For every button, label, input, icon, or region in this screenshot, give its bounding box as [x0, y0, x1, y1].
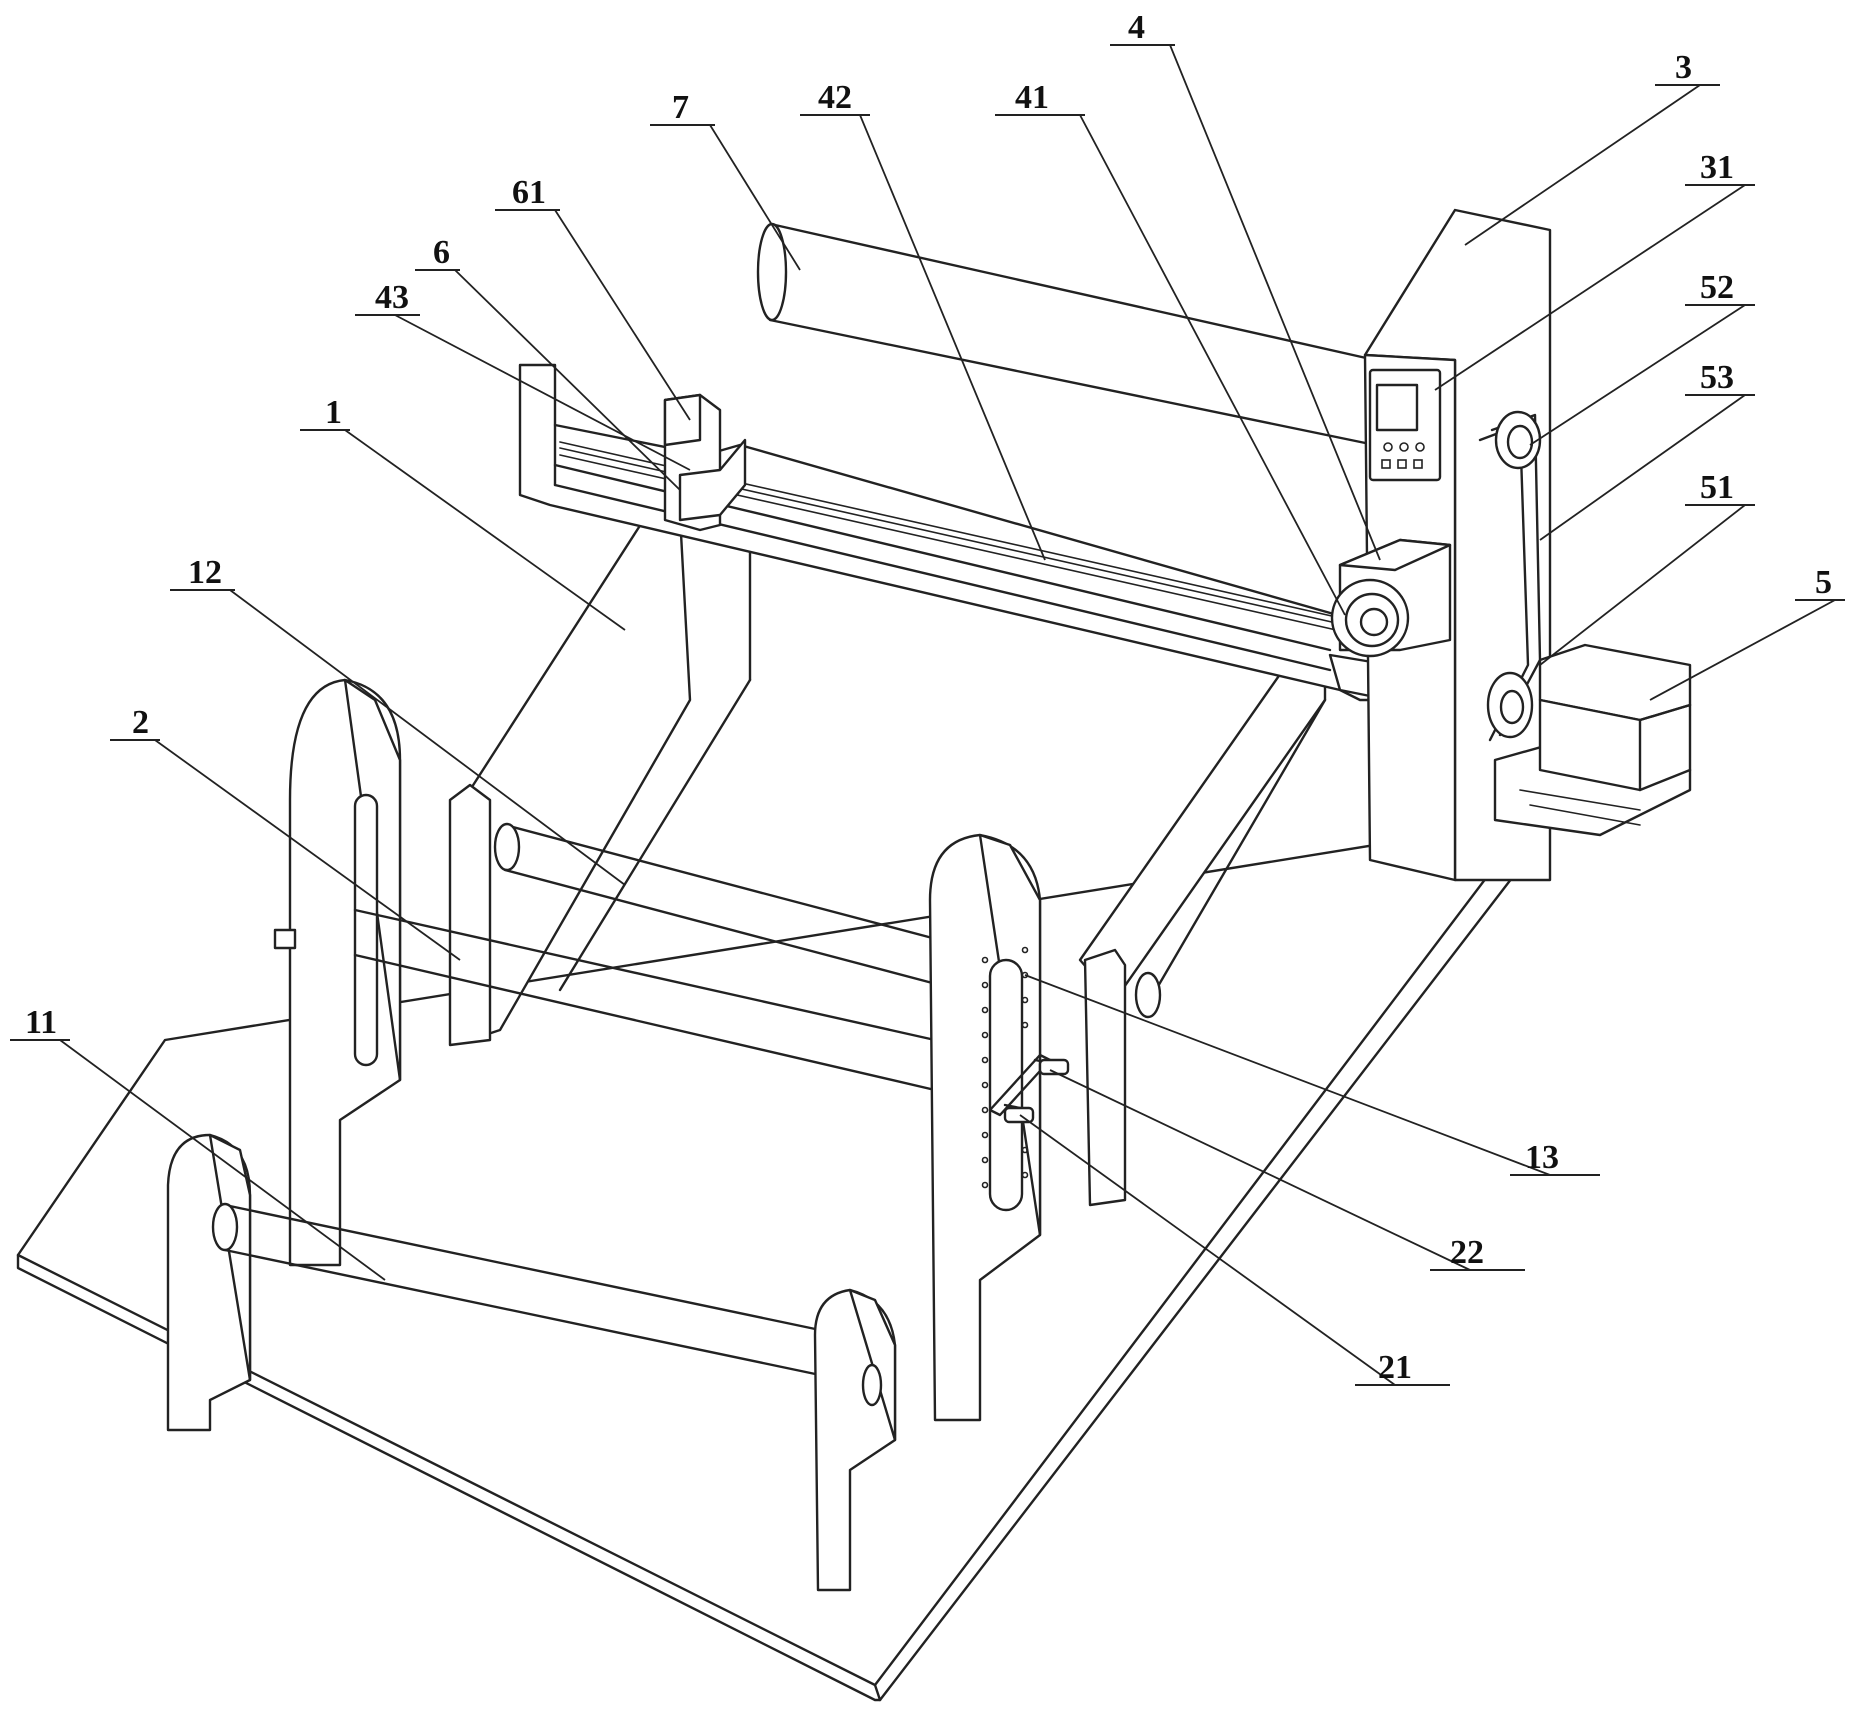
label-22: 22	[1430, 1234, 1525, 1271]
svg-text:6: 6	[433, 234, 450, 271]
svg-text:51: 51	[1700, 469, 1734, 506]
label-4: 4	[1110, 9, 1175, 46]
label-43: 43	[355, 279, 420, 316]
bearing-housing	[1332, 540, 1450, 656]
svg-text:52: 52	[1700, 269, 1734, 306]
label-13: 13	[1510, 1139, 1600, 1176]
top-roll	[758, 224, 1375, 445]
label-12: 12	[170, 554, 235, 591]
svg-text:1: 1	[325, 394, 342, 431]
label-11: 11	[10, 1004, 70, 1041]
svg-text:61: 61	[512, 174, 546, 211]
label-42: 42	[800, 79, 870, 116]
svg-text:22: 22	[1450, 1234, 1484, 1271]
svg-text:42: 42	[818, 79, 852, 116]
svg-text:13: 13	[1525, 1139, 1559, 1176]
label-51: 51	[1685, 469, 1755, 506]
svg-text:12: 12	[188, 554, 222, 591]
svg-text:53: 53	[1700, 359, 1734, 396]
label-53: 53	[1685, 359, 1755, 396]
label-3: 3	[1655, 49, 1720, 86]
svg-text:31: 31	[1700, 149, 1734, 186]
svg-text:43: 43	[375, 279, 409, 316]
svg-text:11: 11	[25, 1004, 57, 1041]
svg-text:41: 41	[1015, 79, 1049, 116]
label-2: 2	[110, 704, 160, 741]
svg-text:2: 2	[132, 704, 149, 741]
svg-text:5: 5	[1815, 564, 1832, 601]
svg-text:21: 21	[1378, 1349, 1412, 1386]
svg-text:7: 7	[672, 89, 689, 126]
label-61: 61	[495, 174, 560, 211]
label-41: 41	[995, 79, 1085, 116]
label-7: 7	[650, 89, 715, 126]
label-5: 5	[1795, 564, 1845, 601]
label-1: 1	[300, 394, 350, 431]
label-52: 52	[1685, 269, 1755, 306]
label-6: 6	[415, 234, 460, 271]
label-31: 31	[1685, 149, 1755, 186]
svg-text:4: 4	[1128, 9, 1145, 46]
svg-text:3: 3	[1675, 49, 1692, 86]
front-left-bracket	[168, 1135, 250, 1430]
